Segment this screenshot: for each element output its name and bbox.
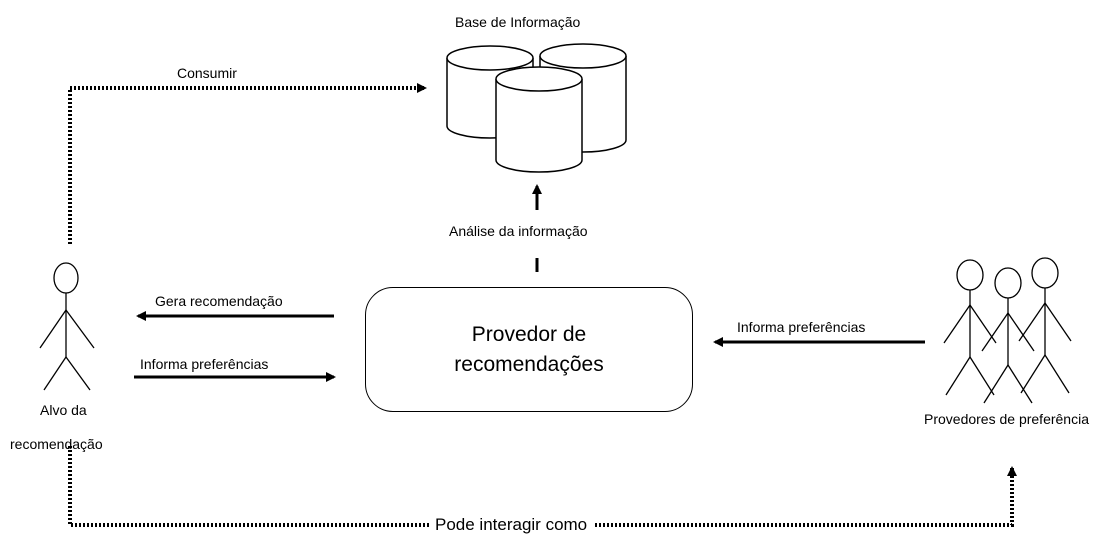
provider-figure-left — [943, 259, 997, 396]
target-label-line2: recomendação — [10, 436, 103, 452]
db-cylinder-front — [495, 66, 583, 173]
provider-label-line2: recomendações — [454, 352, 604, 376]
consume-label: Consumir — [177, 65, 237, 81]
providers-label: Provedores de preferência — [924, 411, 1089, 427]
preference-providers-group — [943, 257, 1072, 404]
interact-connector — [68, 446, 1017, 527]
provider-figure-middle — [981, 267, 1035, 404]
provider-figure-right — [1018, 257, 1072, 394]
gera-recomendacao-label: Gera recomendação — [155, 293, 283, 309]
informa-preferencias-left-label: Informa preferências — [140, 356, 269, 372]
target-label-line1: Alvo da — [40, 402, 87, 418]
provider-label-line1: Provedor de — [471, 322, 587, 346]
database-icon — [446, 43, 627, 173]
analysis-label: Análise da informação — [449, 223, 588, 239]
recommendation-provider-box: Provedor de recomendações — [365, 287, 693, 412]
database-label: Base de Informação — [455, 14, 581, 30]
interact-label: Pode interagir como — [429, 516, 594, 533]
consume-arrow — [68, 83, 427, 244]
informa-preferencias-right-label: Informa preferências — [737, 319, 866, 335]
target-user-figure — [39, 262, 95, 391]
